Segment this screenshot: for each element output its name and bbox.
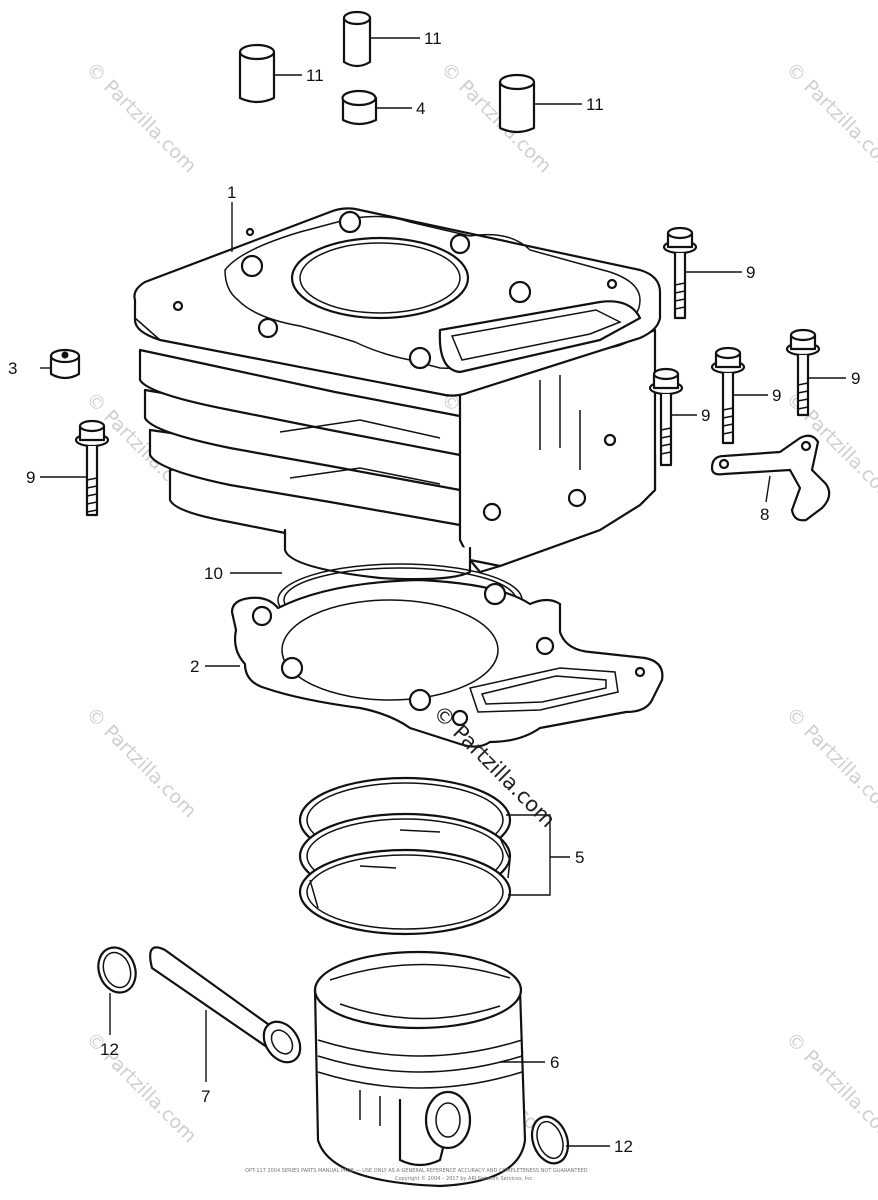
callout-label: 6 [550, 1053, 559, 1072]
callout-labels: 11 11 11 4 1 9 9 9 9 9 3 8 10 2 5 12 7 6… [8, 29, 860, 1156]
piston-ring-set-5 [298, 776, 512, 936]
callout-label: 9 [26, 468, 35, 487]
flange-bolt-9-left [74, 419, 110, 517]
flange-bolt-9-mid [648, 367, 684, 467]
footer-disclaimer: OPT-117 2004 SERIES PARTS MANUAL PAGE — … [245, 1168, 588, 1174]
callout-label: 11 [424, 29, 442, 48]
piston-pin-7 [149, 946, 302, 1064]
watermark-text: © Partzilla.com [81, 58, 200, 177]
dowel-3 [49, 348, 81, 380]
callout-label: 9 [701, 406, 710, 425]
cylinder-block-1 [133, 207, 662, 581]
flange-bolt-9-right-b [785, 328, 821, 417]
piston-6 [313, 950, 527, 1188]
callout-label: 10 [204, 564, 223, 583]
callout-label: 11 [586, 95, 604, 114]
callout-label: 8 [760, 505, 769, 524]
dowel-pin-11-top [342, 10, 372, 68]
flange-bolt-9-right-a [710, 346, 746, 445]
callout-label: 9 [772, 386, 781, 405]
callout-label: 9 [851, 369, 860, 388]
footer-copyright: Copyright © 2004 – 2017 by ARI Network S… [395, 1175, 534, 1182]
callout-label: 5 [575, 848, 584, 867]
callout-label: 7 [201, 1087, 210, 1106]
callout-label: 9 [746, 263, 755, 282]
callout-label: 3 [8, 359, 17, 378]
callout-label: 12 [614, 1137, 633, 1156]
watermark-text: © Partzilla.com [436, 58, 555, 177]
piston-pin-clip-12-right [530, 1115, 570, 1165]
watermark-text: © Partzilla.com [81, 703, 200, 822]
callout-label: 11 [306, 66, 324, 85]
callout-label: 1 [227, 183, 236, 202]
leader-lines [40, 37, 846, 1147]
collar-4 [341, 89, 378, 126]
flange-bolt-9-upper-right [662, 226, 698, 320]
dowel-pin-11-left [238, 43, 276, 104]
base-gasket-2 [230, 578, 664, 748]
callout-label: 2 [190, 657, 199, 676]
callout-label: 12 [100, 1040, 119, 1059]
watermark-text: © Partzilla.com [781, 703, 878, 822]
watermark-text: © Partzilla.com [781, 58, 878, 177]
watermark-text: © Partzilla.com [781, 1028, 878, 1147]
piston-pin-clip-12-left [97, 946, 137, 994]
dowel-pin-11-right [498, 73, 536, 134]
wire-clamp-bracket-8 [710, 434, 831, 522]
callout-label: 4 [416, 99, 425, 118]
